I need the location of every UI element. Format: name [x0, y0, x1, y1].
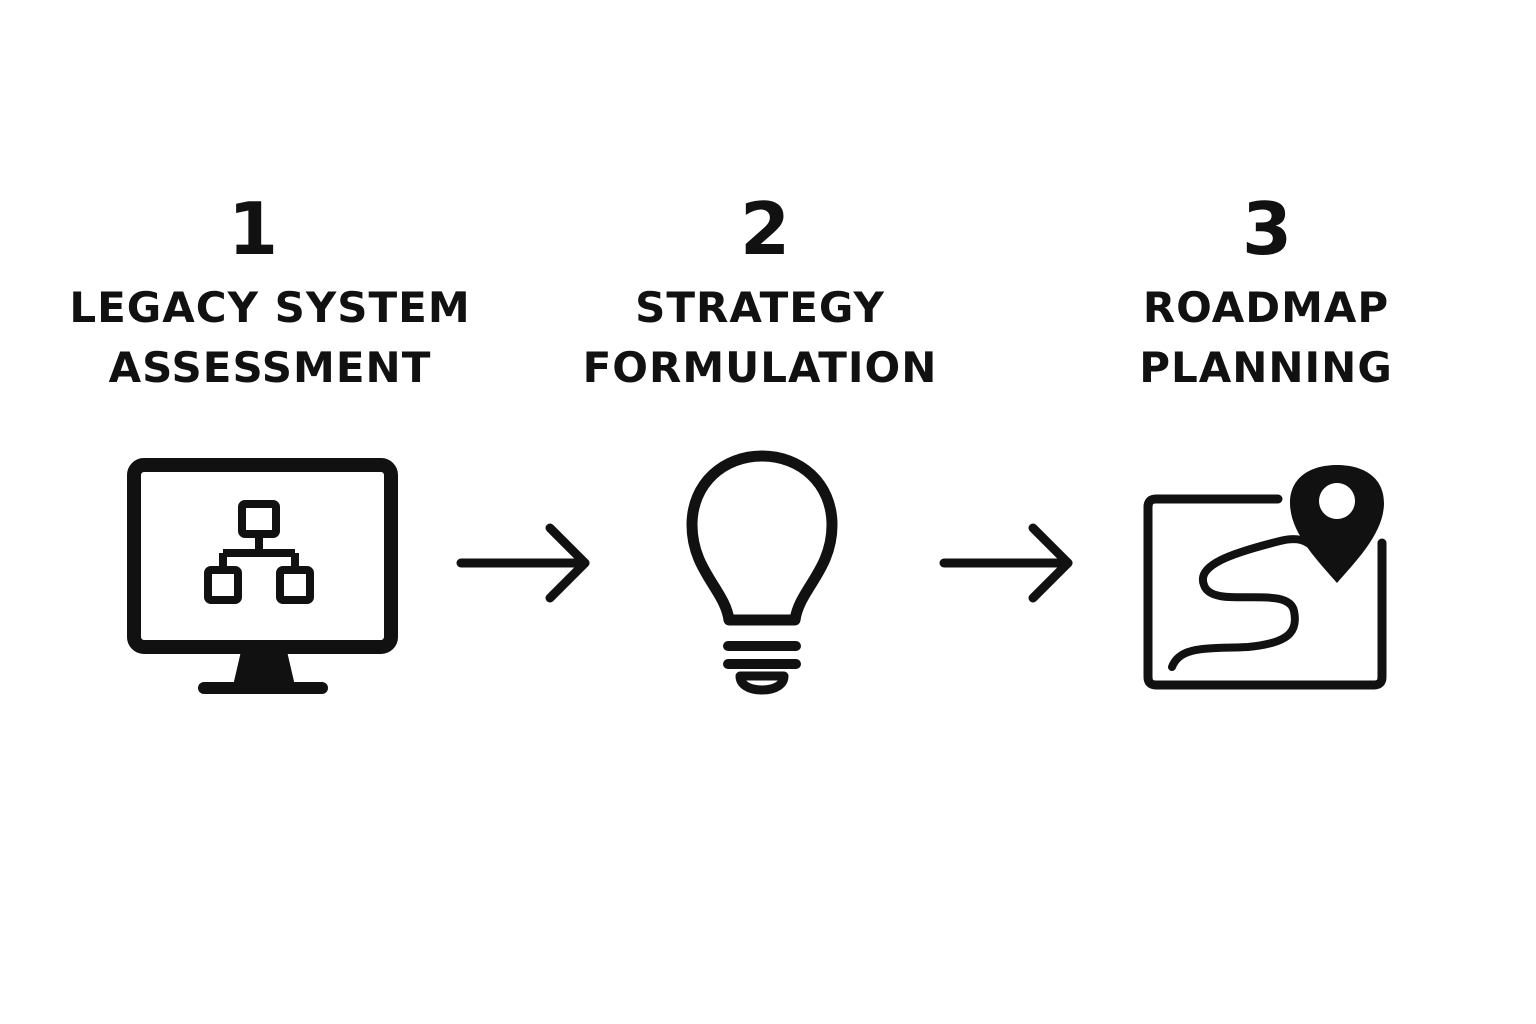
step-1-title-line-1: LEGACY SYSTEM — [69, 283, 471, 332]
map-route-pin-icon — [1143, 465, 1387, 690]
lightbulb-icon — [686, 450, 838, 695]
step-2-title-line-2: FORMULATION — [582, 343, 938, 392]
step-3-title: ROADMAP PLANNING — [1036, 278, 1496, 398]
step-1-number: 1 — [227, 187, 279, 271]
arrow-right-icon — [939, 523, 1073, 603]
step-3-title-line-2: PLANNING — [1139, 343, 1393, 392]
arrow-right-icon — [456, 523, 590, 603]
step-2-number: 2 — [739, 187, 791, 271]
step-2-title-line-1: STRATEGY — [635, 283, 885, 332]
hierarchy-chart — [204, 500, 314, 604]
step-3-title-line-1: ROADMAP — [1142, 283, 1390, 332]
step-1-title-line-2: ASSESSMENT — [108, 343, 432, 392]
monitor-hierarchy-icon — [127, 458, 398, 694]
step-2-title: STRATEGY FORMULATION — [530, 278, 990, 398]
step-3-number: 3 — [1241, 187, 1293, 271]
step-1-title: LEGACY SYSTEM ASSESSMENT — [40, 278, 500, 398]
